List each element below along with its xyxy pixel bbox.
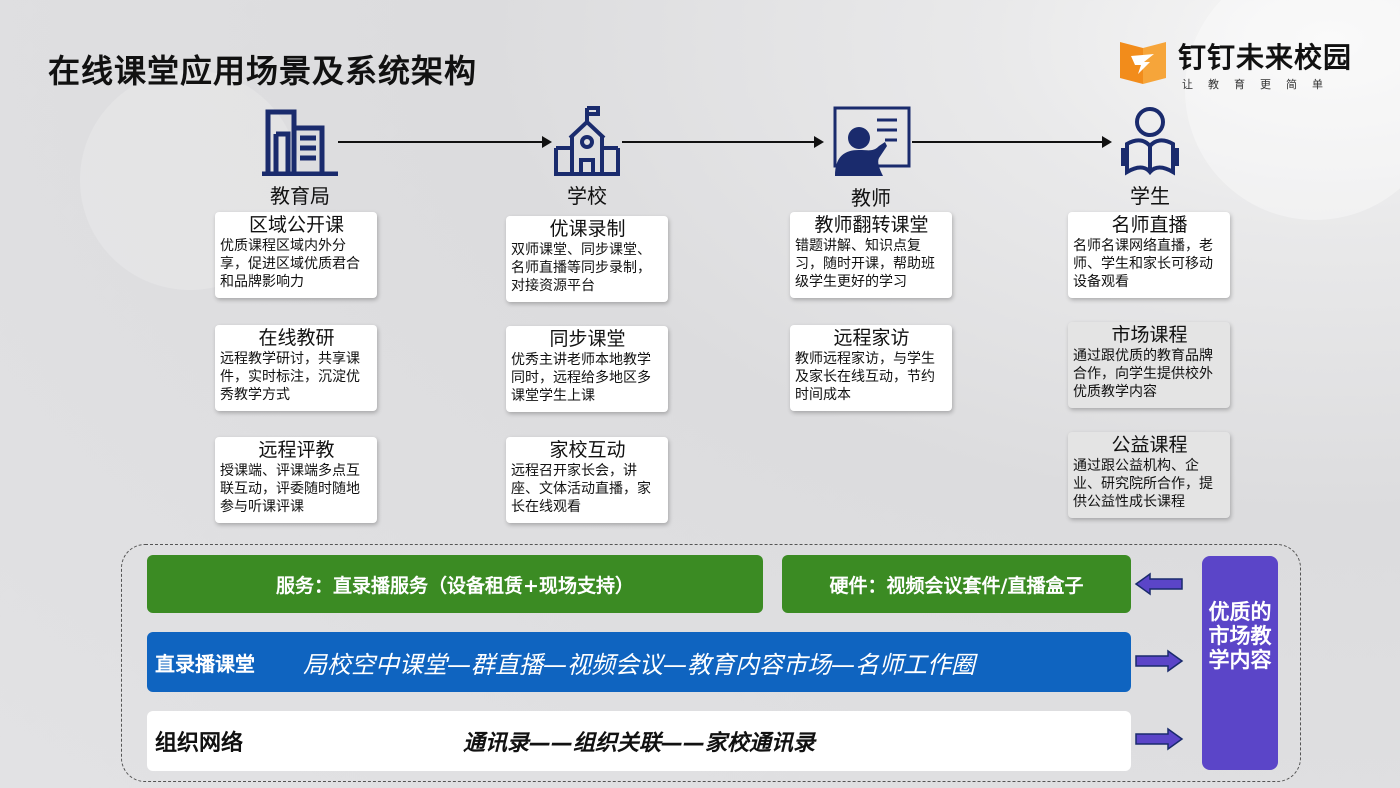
role-label: 学校 bbox=[567, 184, 607, 208]
card-title: 同步课堂 bbox=[549, 328, 626, 350]
card-title: 教师翻转课堂 bbox=[814, 214, 929, 236]
card-title: 区域公开课 bbox=[248, 214, 344, 236]
background-circle-right bbox=[1185, 0, 1400, 220]
dingtalk-campus-logo: 钉钉未来校园 让教育更简单 bbox=[1116, 34, 1366, 94]
card-title: 远程家访 bbox=[833, 327, 910, 349]
scenario-card: 远程家访 教师远程家访，与学生及家长在线互动，节约时间成本 bbox=[790, 325, 952, 411]
card-title: 市场课程 bbox=[1111, 324, 1188, 346]
card-desc: 名师名课网络直播，老师、学生和家长可移动设备观看 bbox=[1073, 238, 1213, 290]
content-market-box: 优质的市场教学内容 bbox=[1202, 556, 1278, 770]
hardware-bar: 硬件：视频会议套件/直播盒子 bbox=[782, 555, 1131, 613]
scenario-card: 优课录制 双师课堂、同步课堂、名师直播等同步录制，对接资源平台 bbox=[506, 216, 668, 302]
service-text: 服务：直录播服务（设备租赁+现场支持） bbox=[276, 574, 634, 597]
card-desc: 远程教学研讨，共享课件，实时标注，沉淀优秀教学方式 bbox=[220, 351, 360, 403]
page-title: 在线课堂应用场景及系统架构 bbox=[48, 52, 478, 90]
role-student: 学生 bbox=[1090, 104, 1210, 209]
card-title: 在线教研 bbox=[258, 327, 335, 349]
scenario-card: 公益课程 通过跟公益机构、企业、研究院所合作，提供公益性成长课程 bbox=[1068, 432, 1230, 518]
live-classroom-bar: 直录播课堂 局校空中课堂—群直播—视频会议—教育内容市场—名师工作圈 bbox=[147, 632, 1131, 692]
hardware-text: 硬件：视频会议套件/直播盒子 bbox=[829, 574, 1084, 597]
role-label: 教师 bbox=[851, 186, 891, 210]
role-label: 学生 bbox=[1130, 184, 1170, 208]
card-desc: 教师远程家访，与学生及家长在线互动，节约时间成本 bbox=[795, 351, 935, 403]
role-label: 教育局 bbox=[270, 184, 330, 208]
org-network-bar: 组织网络 通讯录——组织关联——家校通讯录 bbox=[147, 711, 1131, 771]
teacher-icon bbox=[833, 106, 911, 176]
flow-arrow bbox=[622, 136, 824, 148]
role-school: 学校 bbox=[527, 104, 647, 209]
content-market-text: 优质的市场教学内容 bbox=[1208, 600, 1272, 672]
scenario-card: 区域公开课 优质课程区域内外分享，促进区域优质君合和品牌影响力 bbox=[215, 212, 377, 298]
service-bar: 服务：直录播服务（设备租赁+现场支持） bbox=[147, 555, 763, 613]
scenario-card: 家校互动 远程召开家长会，讲座、文体活动直播，家长在线观看 bbox=[506, 437, 668, 523]
scenario-card: 同步课堂 优秀主讲老师本地教学同时，远程给多地区多课堂学生上课 bbox=[506, 326, 668, 412]
flow-arrow bbox=[338, 136, 552, 148]
live-classroom-label: 直录播课堂 bbox=[155, 651, 255, 676]
scenario-card: 教师翻转课堂 错题讲解、知识点复习，随时开课，帮助班级学生更好的学习 bbox=[790, 212, 952, 298]
card-title: 名师直播 bbox=[1111, 214, 1188, 236]
dingtalk-logo-icon bbox=[1120, 42, 1166, 84]
scenario-card: 名师直播 名师名课网络直播，老师、学生和家长可移动设备观看 bbox=[1068, 212, 1230, 298]
logo-slogan: 让教育更简单 bbox=[1182, 78, 1338, 91]
card-desc: 优质课程区域内外分享，促进区域优质君合和品牌影响力 bbox=[220, 238, 360, 290]
card-desc: 通过跟优质的教育品牌合作，向学生提供校外优质教学内容 bbox=[1073, 348, 1213, 400]
arrow-left-icon bbox=[1134, 572, 1183, 596]
arrow-right-icon bbox=[1135, 649, 1184, 673]
card-title: 优课录制 bbox=[549, 218, 626, 240]
scenario-card: 市场课程 通过跟优质的教育品牌合作，向学生提供校外优质教学内容 bbox=[1068, 322, 1230, 408]
card-desc: 错题讲解、知识点复习，随时开课，帮助班级学生更好的学习 bbox=[795, 238, 935, 290]
platform-frame bbox=[121, 544, 1301, 782]
card-title: 公益课程 bbox=[1111, 434, 1188, 456]
card-desc: 远程召开家长会，讲座、文体活动直播，家长在线观看 bbox=[511, 463, 651, 515]
card-desc: 优秀主讲老师本地教学同时，远程给多地区多课堂学生上课 bbox=[511, 352, 651, 404]
arrow-right-icon bbox=[1135, 727, 1184, 751]
flow-arrow bbox=[912, 136, 1112, 148]
role-teacher: 教师 bbox=[811, 104, 931, 211]
school-icon bbox=[554, 106, 620, 176]
org-network-content: 通讯录——组织关联——家校通讯录 bbox=[462, 731, 815, 756]
government-building-icon bbox=[262, 109, 338, 176]
role-education-bureau: 教育局 bbox=[240, 104, 360, 209]
scenario-card: 远程评教 授课端、评课端多点互联互动，评委随时随地参与听课评课 bbox=[215, 437, 377, 523]
student-reading-icon bbox=[1121, 107, 1179, 176]
logo-brand-text: 钉钉未来校园 bbox=[1178, 41, 1353, 74]
card-desc: 通过跟公益机构、企业、研究院所合作，提供公益性成长课程 bbox=[1073, 458, 1213, 510]
card-desc: 双师课堂、同步课堂、名师直播等同步录制，对接资源平台 bbox=[511, 242, 651, 294]
card-desc: 授课端、评课端多点互联互动，评委随时随地参与听课评课 bbox=[220, 463, 360, 515]
scenario-card: 在线教研 远程教学研讨，共享课件，实时标注，沉淀优秀教学方式 bbox=[215, 325, 377, 411]
live-classroom-content: 局校空中课堂—群直播—视频会议—教育内容市场—名师工作圈 bbox=[303, 650, 975, 679]
org-network-label: 组织网络 bbox=[155, 731, 244, 756]
card-title: 家校互动 bbox=[549, 439, 626, 461]
card-title: 远程评教 bbox=[258, 439, 335, 461]
